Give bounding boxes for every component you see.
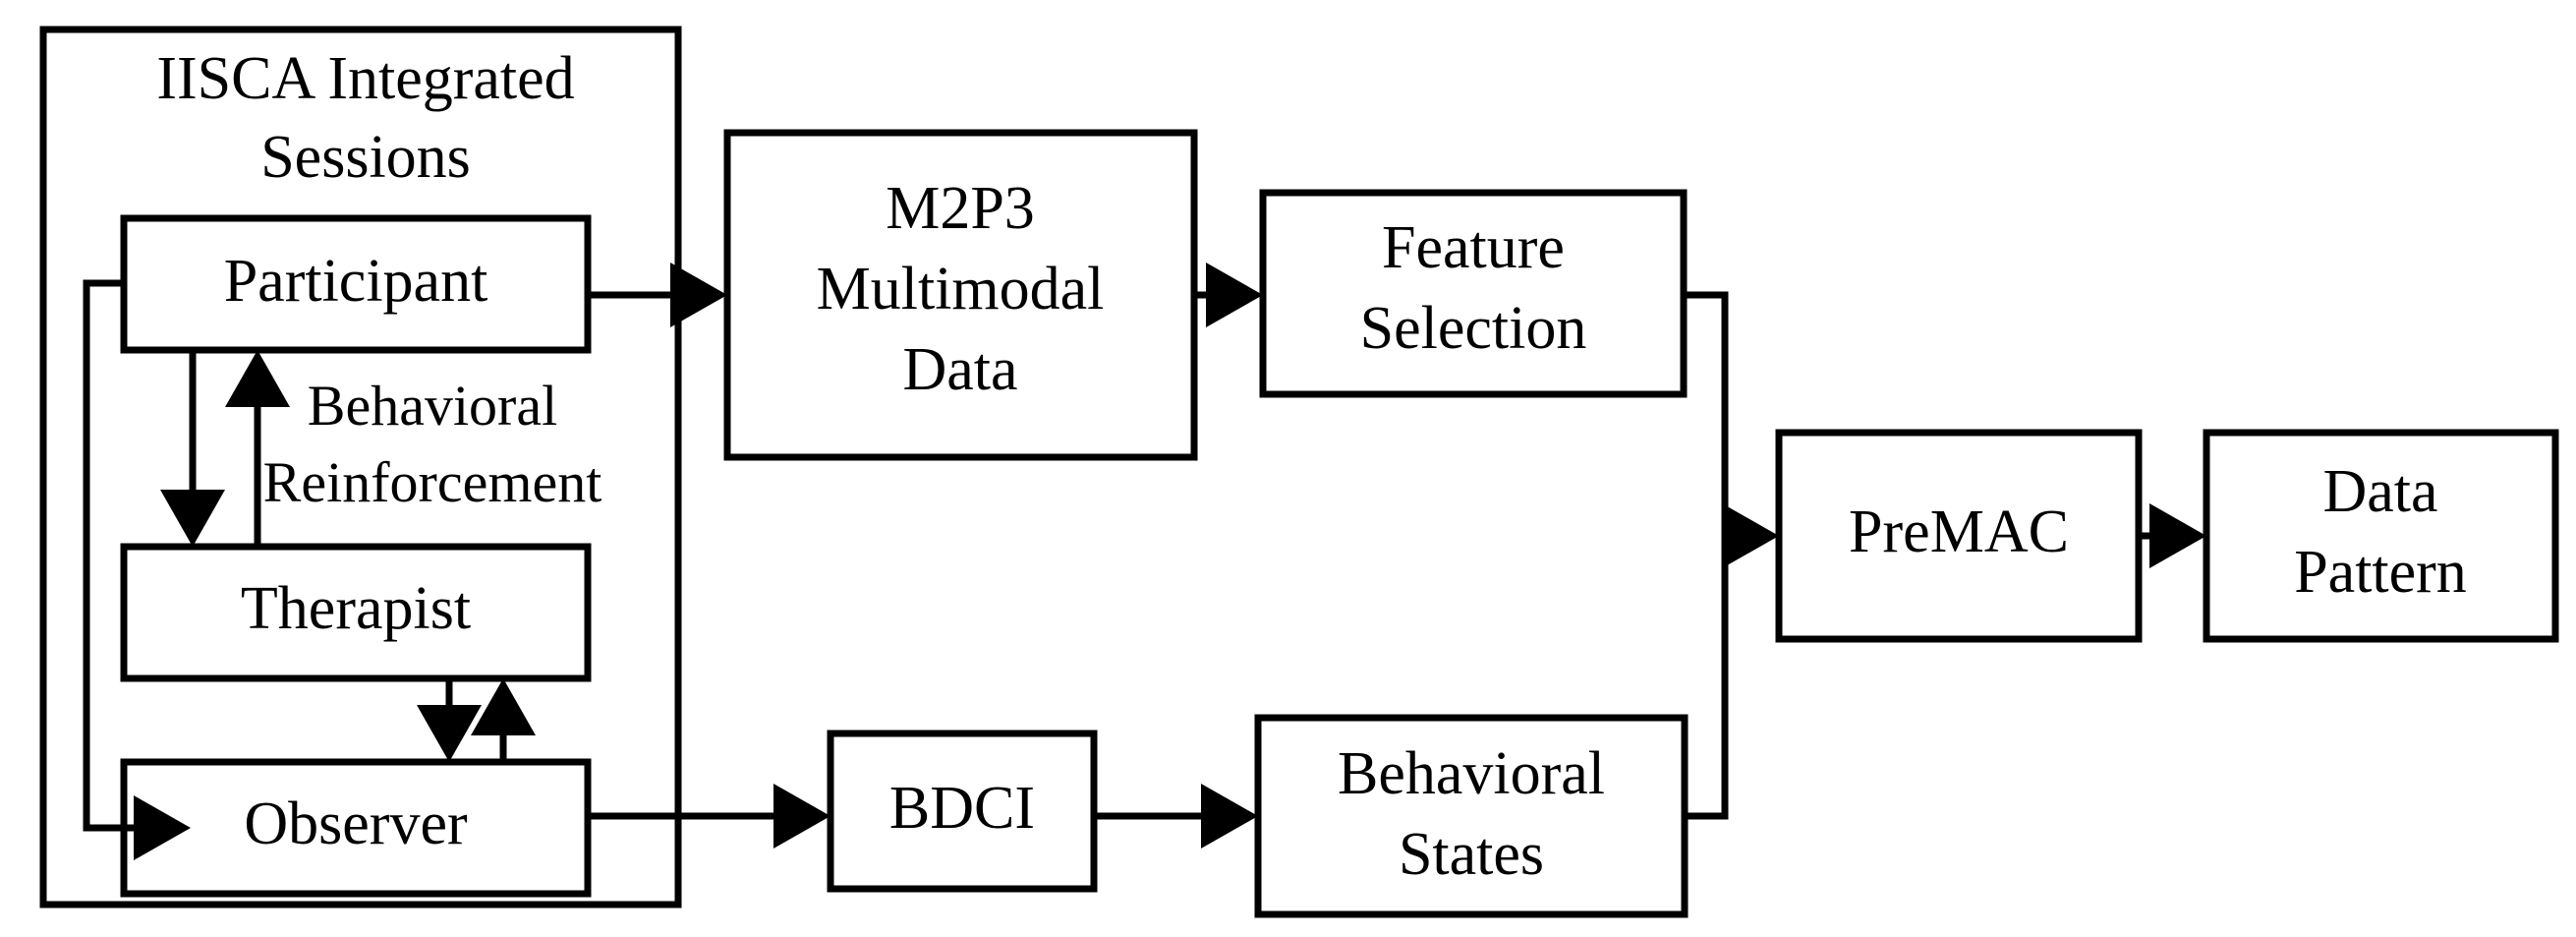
node-data-pattern-box[interactable] — [2203, 429, 2559, 643]
node-feature-selection-label-line2: Selection — [1360, 295, 1587, 362]
iisca-group-title-line2: Sessions — [260, 124, 471, 191]
node-bdci-label: BDCI — [889, 775, 1035, 842]
iisca-group-container — [39, 26, 682, 908]
edge-participant-to-m2p3 — [588, 263, 727, 327]
edge-feature-selection-to-premac — [1684, 291, 1779, 568]
arrowhead-up-therapist-participant — [225, 350, 290, 407]
edge-bdci-to-behavioral-states — [1094, 784, 1258, 849]
edge-observer-to-bdci — [588, 784, 830, 849]
edge-m2p3-to-feature-selection — [1194, 263, 1263, 327]
iisca-group-title-line1: IISCA Integrated — [156, 45, 574, 112]
node-behavioral-states-label-line2: States — [1399, 821, 1544, 888]
arrowhead-right-merge-premac — [1722, 503, 1779, 568]
node-data-pattern-label-line2: Pattern — [2294, 539, 2467, 606]
arrowhead-right-bdci-behavioral-states — [1201, 784, 1258, 849]
edge-therapist-to-participant — [225, 350, 290, 547]
edge-behavioral-states-to-premac — [1684, 536, 1729, 820]
node-observer-box[interactable] — [120, 758, 592, 898]
node-m2p3-label-line1: M2P3 — [886, 175, 1035, 242]
node-bdci-box[interactable] — [827, 730, 1098, 893]
arrowhead-right-premac-data-pattern — [2149, 503, 2206, 568]
arrowhead-right-participant-m2p3 — [670, 263, 727, 327]
node-m2p3-label-line3: Data — [902, 336, 1017, 403]
edge-label-behavioral-reinforcement-line1: Behavioral — [308, 374, 557, 438]
node-therapist-label: Therapist — [241, 575, 471, 642]
node-premac-label: PreMAC — [1849, 498, 2069, 565]
node-data-pattern-label-line1: Data — [2322, 458, 2437, 525]
node-behavioral-states-box[interactable] — [1254, 714, 1689, 918]
node-m2p3-box[interactable] — [723, 129, 1198, 461]
node-participant-label: Participant — [224, 248, 488, 315]
arrowhead-down-participant-therapist — [160, 490, 225, 547]
arrowhead-right-m2p3-feature-selection — [1206, 263, 1263, 327]
node-premac-box[interactable] — [1775, 429, 2143, 643]
node-observer-label: Observer — [244, 791, 468, 857]
node-behavioral-states-label-line1: Behavioral — [1338, 740, 1605, 807]
edge-label-behavioral-reinforcement-line2: Reinforcement — [263, 450, 602, 514]
edge-therapist-to-observer — [417, 678, 482, 762]
arrowhead-down-therapist-observer — [417, 705, 482, 762]
arrowhead-right-feedback-observer — [134, 795, 191, 860]
edge-premac-to-data-pattern — [2139, 503, 2206, 568]
edge-observer-to-therapist — [471, 678, 536, 762]
edge-participant-feedback-to-observer — [83, 279, 191, 860]
node-m2p3-label-line2: Multimodal — [817, 256, 1105, 322]
arrowhead-up-observer-therapist — [471, 678, 536, 735]
node-therapist-box[interactable] — [120, 543, 592, 682]
edge-participant-to-therapist — [160, 350, 225, 547]
node-feature-selection-label-line1: Feature — [1382, 214, 1565, 281]
arrowhead-right-observer-bdci — [773, 784, 830, 849]
